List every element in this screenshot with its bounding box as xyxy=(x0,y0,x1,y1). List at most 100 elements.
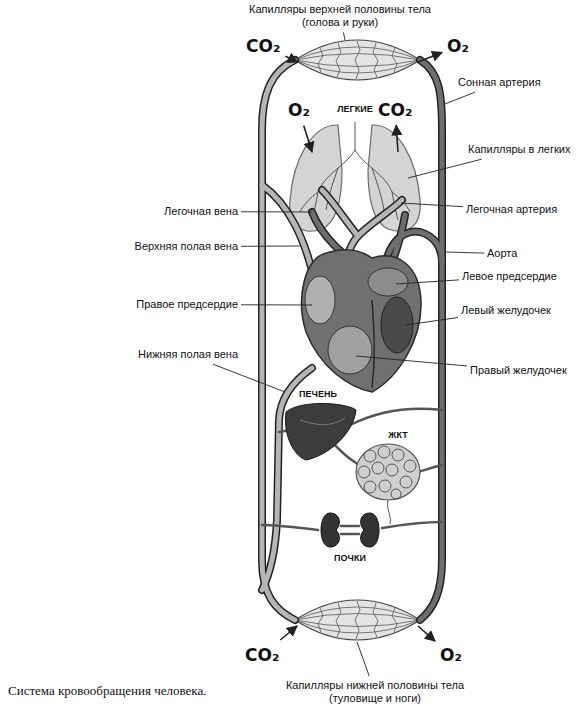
blood-vessel-outline xyxy=(262,368,312,590)
gas-label: CO₂ xyxy=(245,645,279,665)
intestines xyxy=(364,481,376,493)
intestines xyxy=(388,500,391,524)
lower-capillary-bed xyxy=(355,601,360,639)
gas-label: CO₂ xyxy=(246,36,280,56)
kidneys xyxy=(361,513,379,547)
leader-line xyxy=(445,252,484,253)
lungs xyxy=(372,168,384,210)
lungs xyxy=(355,150,372,168)
gas-arrow xyxy=(285,56,298,62)
vein xyxy=(262,368,312,590)
vein xyxy=(322,190,358,236)
intestines xyxy=(400,476,412,488)
upper-capillary-bed xyxy=(295,47,420,60)
blood-vessel-outline xyxy=(262,185,315,282)
intestines xyxy=(391,489,401,499)
organ-vessel xyxy=(341,533,359,536)
lower-capillary-bed xyxy=(373,603,378,637)
lungs xyxy=(355,122,356,150)
vein xyxy=(358,200,402,236)
upper-capillary-bed xyxy=(355,41,360,79)
gas-label: O₂ xyxy=(288,100,310,120)
leader-line xyxy=(401,203,463,207)
liver xyxy=(285,404,356,461)
heart xyxy=(368,268,408,296)
upper-capillary-bed xyxy=(392,48,397,72)
gas-label: O₂ xyxy=(447,36,469,56)
kidneys xyxy=(321,513,379,547)
upper-capillary-bed xyxy=(295,40,420,80)
kidneys xyxy=(321,513,339,547)
vein xyxy=(262,60,295,620)
heart xyxy=(305,276,335,324)
gas-arrow xyxy=(396,125,398,152)
lower-capillary-bed xyxy=(295,600,420,640)
lower-capillary-bed xyxy=(392,608,397,632)
leader-line xyxy=(343,32,345,40)
lower-capillary-bed xyxy=(336,603,341,637)
organ-vessel xyxy=(262,525,318,530)
chamber-label: Левый желудочек xyxy=(461,304,551,317)
leader-line xyxy=(241,304,312,305)
blood-vessel-outline xyxy=(420,60,442,620)
organ-label: ПЕЧЕНЬ xyxy=(299,389,337,400)
vessel-label: Сонная артерия xyxy=(458,76,541,89)
chamber-label: Левое предсердие xyxy=(462,270,557,283)
upper-capillary-bed xyxy=(295,41,420,79)
intestines xyxy=(378,446,390,458)
lungs xyxy=(300,192,318,212)
upper-capillary-bed xyxy=(373,43,378,77)
organ-label: ЛЕГКИЕ xyxy=(337,104,372,115)
vessel-label: Аорта xyxy=(487,247,517,260)
gas-arrow xyxy=(418,53,442,62)
blood-vessel-outline xyxy=(262,60,442,620)
upper-capillary-bed xyxy=(336,43,341,77)
intestines xyxy=(372,462,384,474)
gas-arrow xyxy=(280,626,297,640)
heart xyxy=(302,250,421,392)
vessel-label: Легочная артерия xyxy=(466,203,557,216)
organ-vessel xyxy=(350,409,442,425)
lower-capillary-bed xyxy=(295,607,420,620)
leader-line xyxy=(241,246,300,247)
liver xyxy=(285,404,356,461)
leader-line xyxy=(241,211,312,212)
vessel-label: Легочная вена xyxy=(164,205,238,218)
lower-capillary-bed xyxy=(295,600,420,640)
capillary-label: Капилляры нижней половины тела (туловище… xyxy=(273,679,478,705)
leader-line xyxy=(408,159,482,178)
blood-vessel-outline xyxy=(322,190,358,236)
leader-line xyxy=(445,92,475,104)
lungs xyxy=(372,168,392,192)
blood-vessel-outline xyxy=(358,200,402,236)
intestines xyxy=(404,460,416,472)
leader-line xyxy=(406,318,458,325)
gas-arrow xyxy=(304,125,312,152)
lower-capillary-bed xyxy=(295,601,420,639)
vessel-label: Верхняя полая вена xyxy=(135,240,238,253)
figure-caption: Система кровообращения человека. xyxy=(8,683,206,699)
intestines xyxy=(356,444,420,524)
vein xyxy=(262,185,315,282)
lower-capillary-bed xyxy=(318,608,323,632)
upper-capillary-bed xyxy=(318,48,323,72)
chamber-label: Правое предсердие xyxy=(136,298,238,311)
intestines xyxy=(364,450,376,462)
capillary-label: Капилляры верхней половины тела (голова … xyxy=(238,3,443,29)
organ-label: ПОЧКИ xyxy=(334,553,366,564)
chamber-label: Правый желудочек xyxy=(470,364,567,377)
liver xyxy=(300,418,345,425)
gas-label: CO₂ xyxy=(378,100,412,120)
heart xyxy=(372,300,374,388)
organ-label: ЖКТ xyxy=(388,430,407,441)
lungs xyxy=(338,150,355,168)
capillary-label: Капилляры в легких xyxy=(468,143,570,156)
intestines xyxy=(358,446,416,524)
leader-line xyxy=(357,642,369,676)
vessel-label: Нижняя полая вена xyxy=(138,348,238,361)
organ-vessel xyxy=(382,522,442,528)
heart xyxy=(328,326,372,374)
heart xyxy=(302,250,421,392)
organ-vessel xyxy=(418,465,442,472)
